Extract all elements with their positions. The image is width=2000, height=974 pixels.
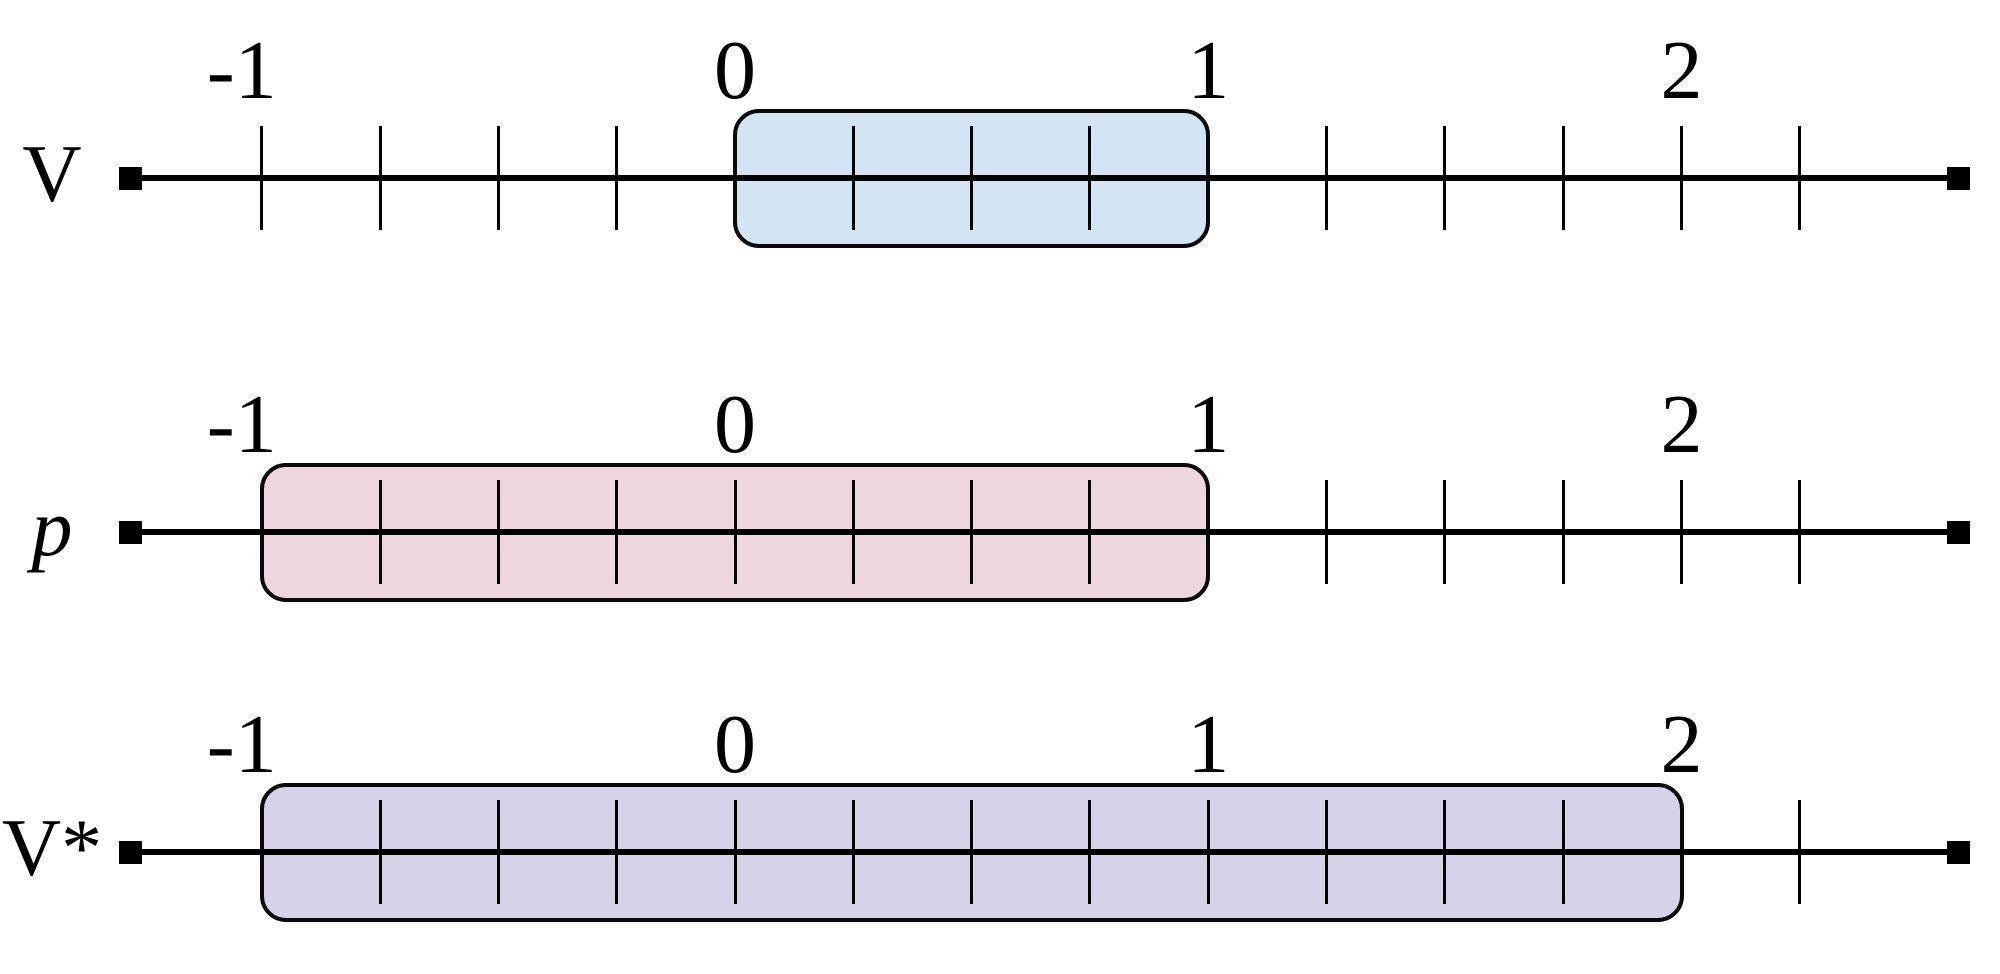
tick-label: 0 — [714, 698, 756, 791]
endpoint-square-left — [118, 520, 142, 544]
tick-label: 1 — [1187, 378, 1230, 471]
tick-label: -1 — [206, 698, 277, 791]
endpoint-square-right — [1946, 840, 1970, 864]
tick-label: 2 — [1660, 378, 1703, 471]
tick-label: 1 — [1187, 698, 1230, 791]
tick-label: -1 — [206, 24, 277, 117]
tick-label: 0 — [714, 378, 756, 471]
tick-label: 1 — [1187, 24, 1230, 117]
endpoint-square-right — [1946, 520, 1970, 544]
tick-label: 0 — [714, 24, 756, 117]
number-line — [130, 529, 1958, 535]
number-line — [130, 175, 1958, 181]
row-label-v: V — [22, 128, 82, 219]
tick-label: 2 — [1660, 24, 1703, 117]
endpoint-square-left — [118, 166, 142, 190]
endpoint-square-left — [118, 840, 142, 864]
row-label-p: p — [31, 482, 73, 573]
number-line — [130, 849, 1958, 855]
row-label-vstar: V* — [1, 802, 103, 893]
tick-label: 2 — [1660, 698, 1703, 791]
tick-label: -1 — [206, 378, 277, 471]
endpoint-square-right — [1946, 166, 1970, 190]
